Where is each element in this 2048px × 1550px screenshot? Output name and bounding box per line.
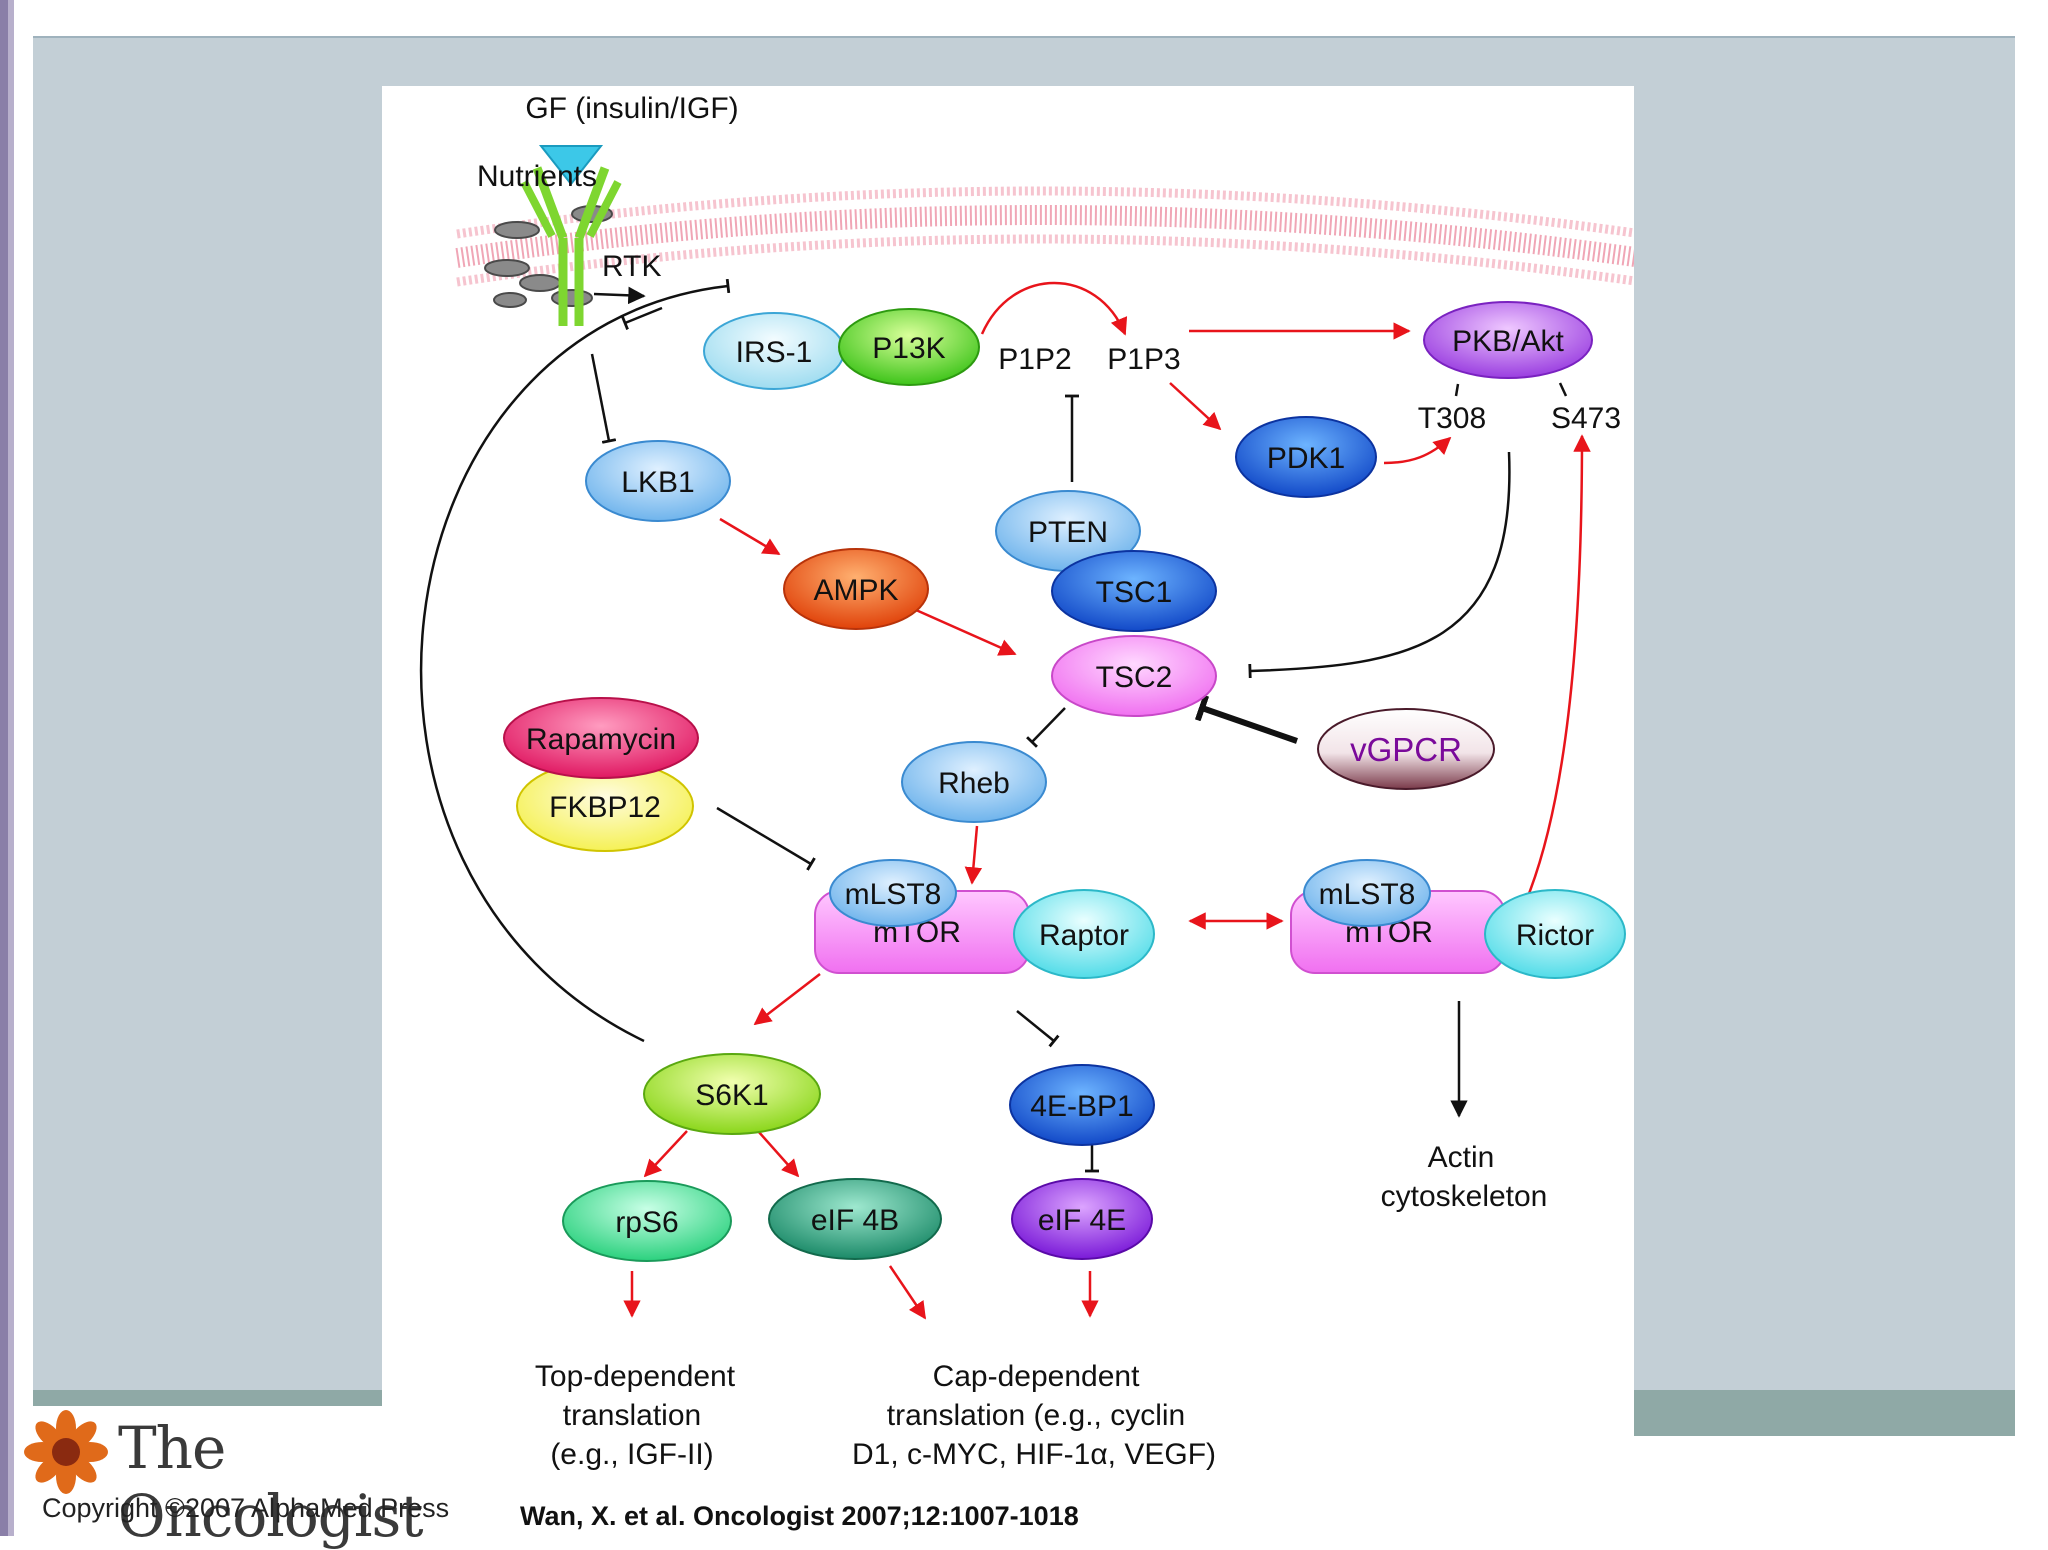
p1p3-label: P1P3 <box>1107 343 1180 376</box>
node-vgpcr: vGPCR <box>1317 708 1495 790</box>
lkb1-inhibition <box>590 353 617 444</box>
citation-text: Wan, X. et al. Oncologist 2007;12:1007-1… <box>520 1501 1079 1531</box>
node-tsc2-label: TSC2 <box>1096 661 1173 694</box>
node-ampk: AMPK <box>783 548 929 630</box>
t308-label: T308 <box>1418 402 1486 435</box>
node-eif4e-label: eIF 4E <box>1038 1204 1126 1237</box>
node-pkb-akt: PKB/Akt <box>1423 301 1593 379</box>
node-s6k1: S6K1 <box>643 1053 821 1135</box>
p1p2-label: P1P2 <box>998 343 1071 376</box>
node-pkb-akt-label: PKB/Akt <box>1452 325 1564 358</box>
rtk-label: RTK <box>602 250 661 283</box>
node-eif4b-label: eIF 4B <box>811 1204 899 1237</box>
mtorc2-to-s473-arrow <box>1506 434 1591 939</box>
nutrients-label: Nutrients <box>477 160 597 193</box>
top-dependent-line3: (e.g., IGF-II) <box>550 1438 713 1471</box>
mlst8-right-node <box>1303 859 1431 927</box>
ampk-to-tsc2-arrow <box>906 604 1017 656</box>
node-irs1-label: IRS-1 <box>736 336 813 369</box>
mlst8-right-label: mLST8 <box>1319 878 1416 911</box>
node-tsc1: TSC1 <box>1051 550 1217 632</box>
node-rps6-label: rpS6 <box>615 1206 678 1239</box>
gf-label: GF (insulin/IGF) <box>525 92 738 125</box>
vgpcr-inhibits-tsc2 <box>1194 694 1298 744</box>
node-s6k1-label: S6K1 <box>695 1079 768 1112</box>
rictor-node <box>1484 889 1626 979</box>
eif4b-to-cap-dependent-arrow <box>888 1265 927 1320</box>
p13k-to-p1p3-arrow <box>980 281 1128 336</box>
slide-top-rule <box>33 36 2015 38</box>
s473-label: S473 <box>1551 402 1621 435</box>
logo-wordmark: The Oncologist <box>118 1414 424 1550</box>
slide-left-accent-bar <box>0 0 20 1536</box>
copyright-text: Copyright ©2007 AlphaMed Press <box>42 1493 450 1523</box>
raptor-label: Raptor <box>1039 919 1129 952</box>
node-fkbp12: FKBP12 <box>516 760 694 852</box>
node-rapamycin-label: Rapamycin <box>526 723 676 756</box>
node-rps6: rpS6 <box>562 1180 732 1262</box>
node-eif4b: eIF 4B <box>768 1178 942 1260</box>
pdk1-to-t308-arrow <box>1383 436 1452 465</box>
oncologist-logo: The Oncologist <box>20 1406 445 1550</box>
cap-dependent-line1: Cap-dependent <box>933 1360 1141 1393</box>
node-pten-label: PTEN <box>1028 516 1108 549</box>
akt-s473-tick <box>1558 382 1568 397</box>
node-rapamycin: Rapamycin <box>503 697 699 779</box>
top-dependent-line2: translation <box>563 1399 701 1432</box>
node-ampk-label: AMPK <box>813 574 898 607</box>
node-irs1: IRS-1 <box>703 312 845 390</box>
node-eif4e: eIF 4E <box>1011 1178 1153 1260</box>
mtor-to-s6k1-arrow <box>753 973 821 1026</box>
rictor-label: Rictor <box>1516 919 1594 952</box>
inhibition-edges <box>419 278 1568 1173</box>
mtor-inhibits-4ebp1 <box>1016 1010 1060 1048</box>
akt-t308-tick <box>1454 383 1460 397</box>
mlst8-left-node <box>829 859 957 927</box>
node-p13k: P13K <box>838 308 980 386</box>
node-pten: PTEN <box>995 490 1141 572</box>
node-rheb-label: Rheb <box>938 767 1010 800</box>
node-rheb: Rheb <box>901 741 1047 823</box>
node-pdk1: PDK1 <box>1235 416 1377 498</box>
node-vgpcr-label: vGPCR <box>1350 731 1462 768</box>
mtor-pathway-diagram: GF (insulin/IGF) Nutrients RTK P1P2 P1P3… <box>419 92 1634 1471</box>
node-fkbp12-label: FKBP12 <box>549 791 661 824</box>
actin-label-line2: cytoskeleton <box>1381 1180 1548 1213</box>
akt-inhibits-tsc2 <box>1248 451 1511 679</box>
node-tsc1-label: TSC1 <box>1096 576 1173 609</box>
node-lkb1: LKB1 <box>585 440 731 522</box>
s6k1-to-eif4b-arrow <box>757 1130 800 1178</box>
node-p13k-label: P13K <box>872 332 945 365</box>
mlst8-left-label: mLST8 <box>845 878 942 911</box>
mtorc1-complex: mTOR mLST8 Raptor <box>814 859 1155 979</box>
mtorc2-complex: mTOR mLST8 Rictor <box>1290 859 1626 979</box>
node-4ebp1: 4E-BP1 <box>1009 1064 1155 1146</box>
cap-dependent-line2: translation (e.g., cyclin <box>887 1399 1185 1432</box>
raptor-node <box>1013 889 1155 979</box>
fkbp12-inhibits-mtor <box>716 806 816 871</box>
p1p3-to-pdk1-arrow <box>1169 382 1222 431</box>
rtk-to-p13k-arrow <box>593 286 646 305</box>
s6k1-feedback-inhibition <box>419 278 731 1043</box>
top-dependent-line1: Top-dependent <box>535 1360 736 1393</box>
lkb1-to-ampk-arrow <box>719 517 781 556</box>
node-tsc2: TSC2 <box>1051 635 1217 717</box>
node-lkb1-label: LKB1 <box>621 466 694 499</box>
cap-dependent-line3: D1, c-MYC, HIF-1α, VEGF) <box>852 1438 1216 1471</box>
node-4ebp1-label: 4E-BP1 <box>1030 1090 1133 1123</box>
flower-logo-icon <box>24 1410 108 1494</box>
actin-label-line1: Actin <box>1428 1141 1495 1174</box>
rheb-to-mtor-arrow <box>964 825 983 885</box>
node-pdk1-label: PDK1 <box>1267 442 1345 475</box>
cell-membrane <box>455 186 1634 287</box>
s6k1-to-rps6-arrow <box>643 1130 688 1178</box>
irs1-inhibition-branch <box>621 306 663 331</box>
tsc2-inhibits-rheb <box>1026 707 1066 748</box>
rtk-receptor-icon <box>520 145 622 326</box>
